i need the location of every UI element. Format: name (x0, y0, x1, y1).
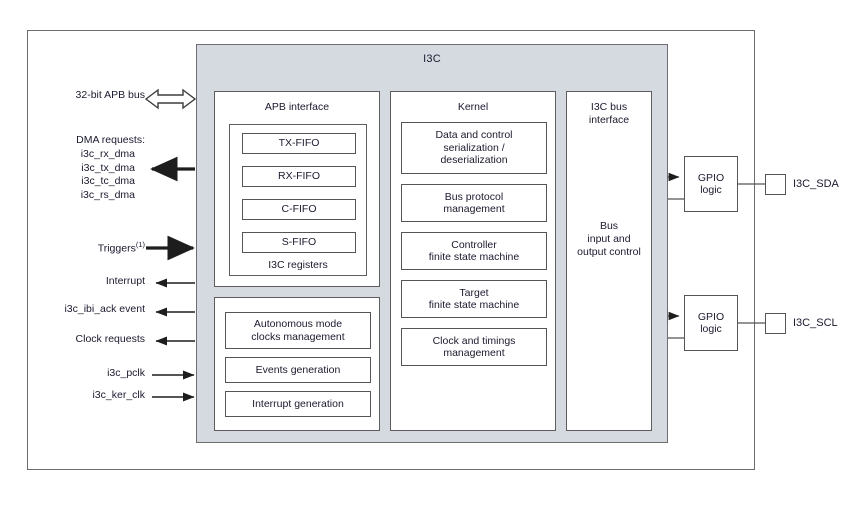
i3c-bus-interface-title: I3C bus interface (588, 101, 630, 126)
i3c-registers-box: TX-FIFO RX-FIFO C-FIFO S-FIFO I3C regist… (229, 124, 367, 276)
label-ibi-ack-event: i3c_ibi_ack event (64, 303, 145, 315)
s-fifo-block: S-FIFO (242, 232, 356, 253)
autonomous-mode-block: Autonomous mode clocks management Events… (214, 297, 380, 431)
rx-fifo-block: RX-FIFO (242, 166, 356, 187)
pad-i3c-scl (765, 313, 786, 334)
label-i3c-scl: I3C_SCL (793, 317, 838, 329)
c-fifo-block: C-FIFO (242, 199, 356, 220)
kernel-block: Kernel Data and control serialization / … (390, 91, 556, 431)
kernel-title: Kernel (457, 101, 489, 113)
clock-timings-management-block: Clock and timings management (401, 328, 547, 366)
i3c-bus-interface-block: I3C bus interface Bus input and output c… (566, 91, 652, 431)
bus-io-control-text: Bus input and output control (577, 220, 641, 258)
label-triggers-text: Triggers (97, 242, 136, 255)
label-dma-signals: i3c_rx_dma i3c_tx_dma i3c_tc_dma i3c_rs_… (80, 148, 135, 201)
tx-fifo-block: TX-FIFO (242, 133, 356, 154)
target-fsm-block: Target finite state machine (401, 280, 547, 318)
bus-protocol-management-block: Bus protocol management (401, 184, 547, 222)
interrupt-generation-block: Interrupt generation (225, 391, 371, 417)
label-i3c-ker-clk: i3c_ker_clk (92, 389, 145, 401)
label-dma-heading: DMA requests: (76, 134, 145, 146)
controller-fsm-block: Controller finite state machine (401, 232, 547, 270)
pad-i3c-sda (765, 174, 786, 195)
i3c-panel-title: I3C (423, 53, 441, 65)
i3c-registers-label: I3C registers (268, 259, 328, 271)
gpio-logic-sda-block: GPIO logic (684, 156, 738, 212)
label-i3c-sda: I3C_SDA (793, 178, 839, 190)
i3c-peripheral-panel: I3C APB interface TX-FIFO RX-FIFO C-FIFO… (196, 44, 668, 443)
label-apb-bus: 32-bit APB bus (75, 89, 145, 101)
apb-interface-block: APB interface TX-FIFO RX-FIFO C-FIFO S-F… (214, 91, 380, 287)
events-generation-block: Events generation (225, 357, 371, 383)
label-triggers-note: (1) (135, 240, 145, 249)
gpio-logic-scl-block: GPIO logic (684, 295, 738, 351)
label-interrupt: Interrupt (105, 275, 145, 287)
serialization-block: Data and control serialization / deseria… (401, 122, 547, 174)
label-triggers: Triggers(1) (98, 238, 145, 256)
label-clock-requests: Clock requests (75, 333, 145, 345)
apb-interface-title: APB interface (264, 101, 330, 113)
autonomous-clocks-management-block: Autonomous mode clocks management (225, 312, 371, 349)
label-i3c-pclk: i3c_pclk (107, 367, 145, 379)
